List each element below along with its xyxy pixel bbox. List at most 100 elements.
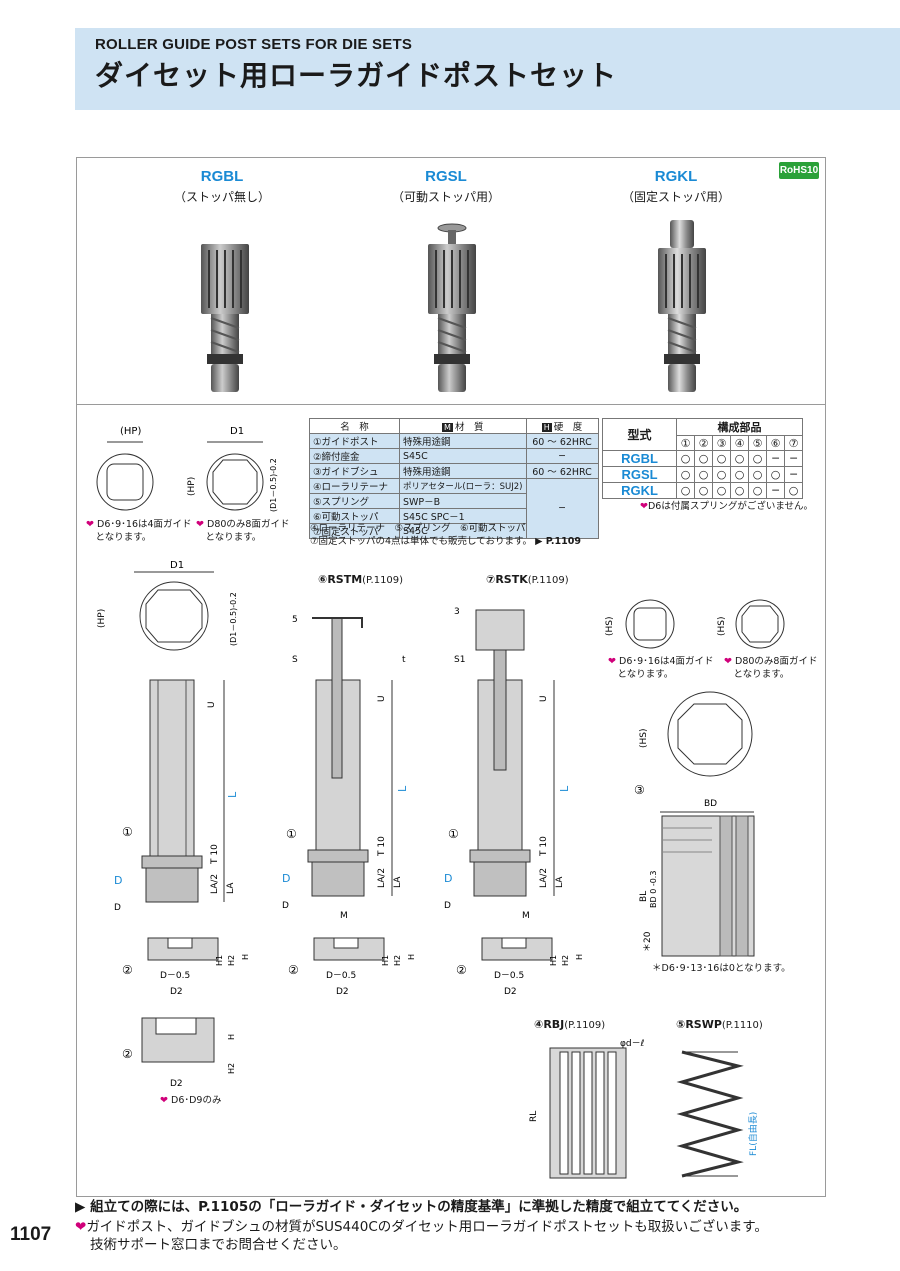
callout-2: ②: [122, 963, 133, 977]
callout-1: ①: [448, 827, 459, 841]
footer-line1: ▶ 組立ての際には、P.1105の「ローラガイド・ダイセットの精度基準」に準拠し…: [75, 1199, 748, 1215]
table-row: RGBL ○○○○○──: [602, 450, 803, 467]
bushing-section: (HS): [639, 691, 753, 777]
dim-hp: (HP): [97, 609, 107, 628]
bushing-drawing: ③ BD BL BD 0 -0.3 ＊20: [634, 783, 755, 957]
dim-h: H: [227, 1034, 236, 1040]
title-en: ROLLER GUIDE POST SETS FOR DIE SETS: [95, 36, 413, 53]
dim-h: H: [575, 954, 584, 960]
dim-t-small: t: [402, 655, 406, 665]
col-name: 名 称: [309, 418, 400, 434]
dim-d: D: [444, 872, 452, 885]
callout-2: ②: [456, 963, 467, 977]
rswp-drawing: FL(自由長): [676, 1050, 759, 1178]
dim-d: D: [114, 874, 122, 887]
dim-t: T 10: [210, 844, 220, 865]
rgsl-photo: [428, 223, 476, 392]
dim-d2: D2: [170, 987, 183, 997]
spec-note2: ⑦固定ストッパの4点は単体でも販売しております。 ▶ P.1109: [310, 536, 581, 547]
model-sub: （固定ストッパ用）: [621, 190, 730, 204]
dim-d1: D1: [230, 426, 244, 437]
dim-d-minus: D－0.5: [494, 971, 524, 981]
note-4face: ❤ D6･9･16は4面ガイド となります。: [86, 519, 192, 543]
dim-m: M: [522, 911, 530, 921]
dim-h2: H2: [561, 955, 570, 966]
dim-hp: (HP): [187, 477, 197, 496]
washer-drawing-1: ② D－0.5 D2 H1 H2 H: [122, 937, 250, 997]
footer-line2: ❤ガイドポスト、ガイドブシュの材質がSUS440Cのダイセット用ローラガイドポス…: [75, 1219, 768, 1235]
dim-d1-tol: (D1－0.5)-0.2: [269, 458, 278, 512]
note-4face: ❤ D6･9･16は4面ガイド となります。: [608, 656, 714, 680]
dim-d1-tol: (D1－0.5)-0.2: [229, 592, 238, 646]
dim-bl: BL: [639, 891, 649, 902]
rgbl-drawing: D1 (HP) (D1－0.5)-0.2 U L T 10 LA/2 LA ① …: [97, 560, 239, 910]
rbj-drawing: φd－ℓ RL: [529, 1039, 644, 1179]
ref-rswp: ⑤RSWP(P.1110): [676, 1018, 763, 1031]
content-frame: [76, 157, 826, 1197]
model-sub: （可動ストッパ用）: [391, 190, 500, 204]
dim-bd-tol: BD 0 -0.3: [649, 871, 658, 908]
rgkl-photo: [658, 220, 706, 392]
washer-drawing-3: ② D－0.5 D2 H1 H2 H: [456, 937, 584, 997]
model-sub: （ストッパ無し）: [173, 190, 270, 204]
dim-h1: H1: [549, 955, 558, 966]
dim-d-minus: D－0.5: [326, 971, 356, 981]
dim-l: L: [558, 785, 571, 792]
dim-d2: D2: [170, 1079, 183, 1089]
note-8face: ❤ D80のみ8面ガイド となります。: [724, 656, 818, 680]
dim-d1: D1: [170, 560, 184, 571]
dim-la2: LA/2: [210, 874, 220, 894]
parts-note: ❤D6は付属スプリングがございません。: [640, 501, 814, 512]
dim-s1: S1: [454, 655, 465, 665]
model-code: RGBL: [200, 168, 244, 185]
dim-h2: H2: [393, 955, 402, 966]
model-code: RGSL: [425, 168, 467, 185]
dim-l: L: [396, 785, 409, 792]
note-d6-d9: ❤ D6･D9のみ: [160, 1095, 222, 1106]
dim-m: M: [340, 911, 348, 921]
dim-u: U: [207, 701, 217, 708]
section-divider: [76, 404, 826, 405]
spec-note1: ④ローラリテーナ ⑤スプリング ⑥可動ストッパ: [310, 523, 526, 534]
dim-h2: H2: [227, 1063, 236, 1074]
callout-2: ②: [122, 1047, 133, 1061]
dim-d: D: [282, 872, 290, 885]
dim-t: T 10: [539, 836, 549, 857]
post-section-small: (HP) D1 (HP) (D1－0.5)-0.2: [96, 426, 278, 512]
washer-d6-drawing: ② D2 H H2: [122, 1017, 236, 1089]
dim-three: 3: [454, 607, 460, 617]
dim-d-minus: D－0.5: [160, 971, 190, 981]
model-rgbl: RGBL （ストッパ無し）: [142, 168, 302, 205]
table-row: RGKL ○○○○○─○: [602, 482, 803, 499]
dim-hp: (HP): [120, 426, 141, 437]
table-row: RGSL ○○○○○○─: [602, 466, 803, 483]
dim-rl: RL: [529, 1111, 539, 1122]
dim-u: U: [539, 695, 549, 702]
dim-la2: LA/2: [539, 868, 549, 888]
rgsl-drawing: 5 S t U L T 10 LA/2 LA ① D D M: [282, 615, 409, 921]
dim-hs: (HS): [639, 728, 649, 748]
dim-la: LA: [555, 876, 565, 888]
col-type: 型式: [602, 418, 677, 451]
page-number: 1107: [10, 1224, 52, 1245]
bushing-section-small: (HS) (HS): [605, 599, 785, 649]
dim-d2: D2: [336, 987, 349, 997]
title-jp: ダイセット用ローラガイドポストセット: [95, 59, 618, 92]
dim-h: H: [241, 954, 250, 960]
dim-twenty: ＊20: [643, 931, 653, 952]
model-rgsl: RGSL （可動ストッパ用）: [366, 168, 526, 205]
dim-phi: φd－ℓ: [620, 1039, 644, 1049]
callout-1: ①: [122, 825, 133, 839]
dim-la: LA: [226, 882, 236, 894]
dim-h1: H1: [215, 955, 224, 966]
dim-fl: FL(自由長): [747, 1112, 759, 1156]
dim-s: S: [292, 655, 298, 665]
col-parts: 構成部品: [676, 418, 803, 436]
